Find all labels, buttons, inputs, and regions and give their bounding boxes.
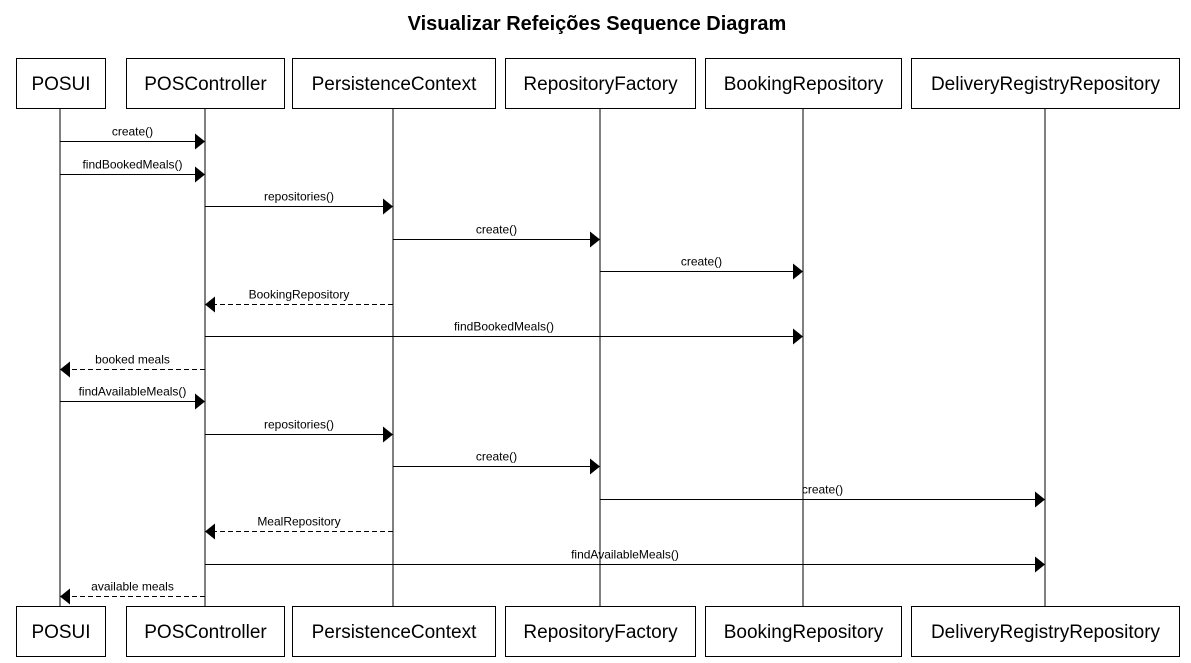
message-label: booked meals xyxy=(95,353,170,367)
message-label: MealRepository xyxy=(257,515,340,529)
participant-poscontroller-top: POSController xyxy=(126,58,285,109)
participant-box xyxy=(505,606,696,657)
arrowhead-icon xyxy=(195,166,205,183)
participant-box xyxy=(911,58,1180,109)
participant-label: PersistenceContext xyxy=(312,74,477,95)
message-3: repositories() xyxy=(205,190,393,215)
arrowhead-icon xyxy=(590,231,600,248)
participants: POSUIPOSUIPOSControllerPOSControllerPers… xyxy=(16,58,1180,657)
participant-box xyxy=(705,606,902,657)
message-6: BookingRepository xyxy=(205,288,393,313)
participant-box xyxy=(292,606,496,657)
arrowhead-icon xyxy=(383,198,393,215)
arrowhead-icon xyxy=(195,133,205,150)
message-1: create() xyxy=(60,125,205,150)
message-2: findBookedMeals() xyxy=(60,158,205,183)
message-13: MealRepository xyxy=(205,515,393,540)
lifelines xyxy=(59,108,1046,606)
participant-box xyxy=(126,606,285,657)
participant-box xyxy=(911,606,1180,657)
diagram-title: Visualizar Refeições Sequence Diagram xyxy=(408,13,787,35)
message-7: findBookedMeals() xyxy=(205,320,803,345)
message-label: available meals xyxy=(91,580,174,594)
participant-poscontroller-bottom: POSController xyxy=(126,606,285,657)
participant-label: DeliveryRegistryRepository xyxy=(931,622,1161,643)
messages: create() findBookedMeals() repositories() c… xyxy=(60,125,1045,605)
participant-box xyxy=(16,606,106,657)
message-8: booked meals xyxy=(60,353,205,378)
arrowhead-icon xyxy=(205,296,215,313)
participant-label: POSUI xyxy=(31,622,90,643)
arrowhead-icon xyxy=(590,458,600,475)
participant-box xyxy=(16,58,106,109)
participant-label: POSUI xyxy=(31,74,90,95)
message-label: create() xyxy=(112,125,153,139)
arrowhead-icon xyxy=(1035,491,1045,508)
message-label: findBookedMeals() xyxy=(82,158,182,172)
message-label: findBookedMeals() xyxy=(454,320,554,334)
arrowhead-icon xyxy=(1035,556,1045,573)
message-label: create() xyxy=(476,450,517,464)
participant-persistencecontext-bottom: PersistenceContext xyxy=(292,606,496,657)
arrowhead-icon xyxy=(60,588,70,605)
participant-label: RepositoryFactory xyxy=(523,74,678,95)
participant-posui-bottom: POSUI xyxy=(16,606,106,657)
participant-label: BookingRepository xyxy=(724,74,884,95)
participant-box xyxy=(292,58,496,109)
arrowhead-icon xyxy=(793,263,803,280)
participant-repositoryfactory-top: RepositoryFactory xyxy=(505,58,696,109)
message-12: create() xyxy=(600,483,1045,508)
message-label: create() xyxy=(802,483,843,497)
message-label: create() xyxy=(681,255,722,269)
participant-deliveryregistryrepository-bottom: DeliveryRegistryRepository xyxy=(911,606,1180,657)
arrowhead-icon xyxy=(793,328,803,345)
participant-posui-top: POSUI xyxy=(16,58,106,109)
message-15: available meals xyxy=(60,580,205,605)
message-5: create() xyxy=(600,255,803,280)
participant-box xyxy=(505,58,696,109)
participant-deliveryregistryrepository-top: DeliveryRegistryRepository xyxy=(911,58,1180,109)
arrowhead-icon xyxy=(195,393,205,410)
arrowhead-icon xyxy=(60,361,70,378)
participant-label: POSController xyxy=(144,74,267,95)
message-label: BookingRepository xyxy=(249,288,350,302)
participant-label: DeliveryRegistryRepository xyxy=(931,74,1161,95)
message-11: create() xyxy=(393,450,600,475)
arrowhead-icon xyxy=(205,523,215,540)
participant-box xyxy=(126,58,285,109)
participant-bookingrepository-top: BookingRepository xyxy=(705,58,902,109)
message-10: repositories() xyxy=(205,418,393,443)
participant-label: PersistenceContext xyxy=(312,622,477,643)
participant-label: BookingRepository xyxy=(724,622,884,643)
participant-bookingrepository-bottom: BookingRepository xyxy=(705,606,902,657)
participant-persistencecontext-top: PersistenceContext xyxy=(292,58,496,109)
message-label: findAvailableMeals() xyxy=(79,385,187,399)
arrowhead-icon xyxy=(383,426,393,443)
message-4: create() xyxy=(393,223,600,248)
message-label: findAvailableMeals() xyxy=(571,548,679,562)
participant-label: RepositoryFactory xyxy=(523,622,678,643)
participant-box xyxy=(705,58,902,109)
message-label: create() xyxy=(476,223,517,237)
message-9: findAvailableMeals() xyxy=(60,385,205,410)
message-14: findAvailableMeals() xyxy=(205,548,1045,573)
participant-repositoryfactory-bottom: RepositoryFactory xyxy=(505,606,696,657)
participant-label: POSController xyxy=(144,622,267,643)
message-label: repositories() xyxy=(264,418,334,432)
message-label: repositories() xyxy=(264,190,334,204)
